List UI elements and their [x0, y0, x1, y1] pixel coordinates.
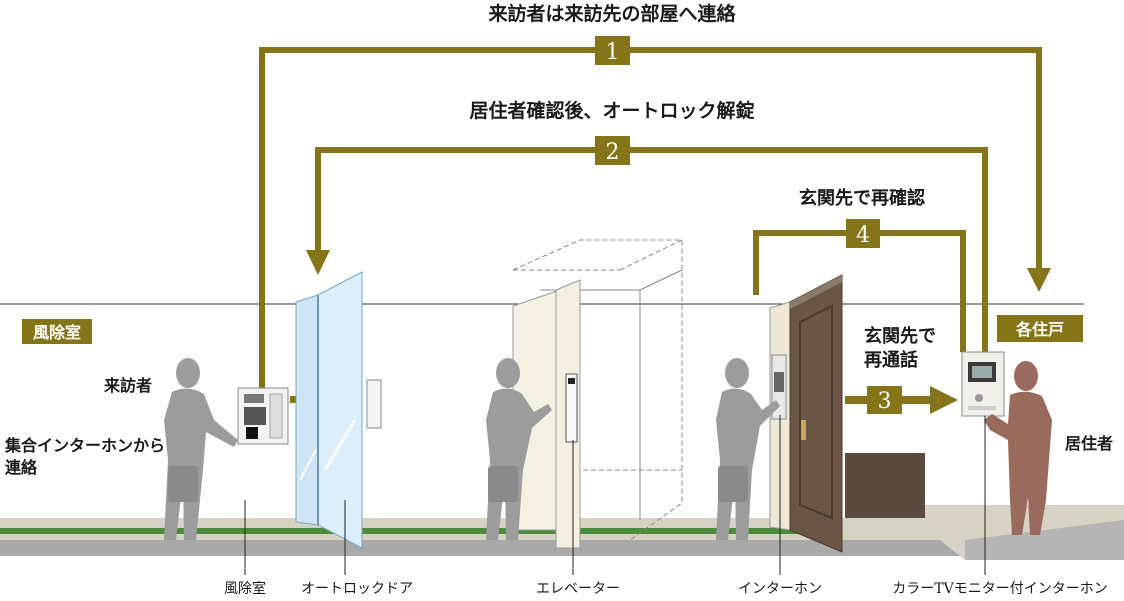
step-badge-1 — [595, 36, 630, 65]
elevator-call-panel — [565, 373, 578, 443]
contact-label-line2: 連絡 — [5, 458, 38, 477]
bottom-label-vestibule: 風除室 — [224, 580, 266, 597]
visitor-label: 来訪者 — [103, 376, 152, 395]
step-badge-3 — [867, 386, 902, 414]
step-label-4: 玄関先で再確認 — [799, 187, 925, 209]
arrow-head-icon — [1027, 268, 1051, 292]
bottom-label-intercom: インターホン — [738, 581, 822, 597]
contact-label-line1: 集合インターホンから — [4, 436, 165, 455]
step-number-4: 4 — [856, 223, 870, 248]
step-label-3-line2: 再通話 — [864, 349, 918, 371]
area-tag-vestibule: 風除室 — [22, 319, 92, 344]
autolock-door-icon — [295, 271, 363, 549]
arrow-head-icon — [930, 386, 958, 414]
arrow-head-icon — [306, 250, 330, 275]
step-number-1: 1 — [606, 40, 620, 65]
step-badge-2 — [595, 136, 630, 165]
step-label-1: 来訪者は来訪先の部屋へ連絡 — [488, 2, 736, 25]
visitor-figure-icon — [164, 358, 238, 540]
step-label-2: 居住者確認後、オートロック解錠 — [469, 99, 754, 122]
bottom-label-elevator: エレベーター — [536, 581, 620, 597]
route-step-4: 4 玄関先で再確認 — [753, 187, 966, 352]
resident-label: 居住者 — [1065, 434, 1113, 453]
resident-figure-icon — [984, 361, 1052, 535]
route-step-2: 2 居住者確認後、オートロック解錠 — [306, 99, 988, 352]
step-number-3: 3 — [878, 389, 892, 414]
route-step-1: 1 来訪者は来訪先の部屋へ連絡 — [259, 2, 1051, 388]
color-tv-monitor-intercom-icon — [961, 351, 1005, 417]
svg-text:各住戸: 各住戸 — [1015, 320, 1064, 339]
svg-text:風除室: 風除室 — [33, 323, 81, 342]
entrance-intercom-panel-icon — [237, 387, 289, 445]
bottom-label-autolock-door: オートロックドア — [301, 581, 413, 597]
visitor-figure-icon — [486, 358, 552, 540]
bottom-label-color-tv-intercom: カラーTVモニター付インターホン — [892, 581, 1107, 597]
door-reader-panel — [366, 379, 382, 429]
step-number-2: 2 — [606, 140, 620, 165]
visitor-figure-icon — [716, 358, 780, 540]
step-badge-4 — [846, 219, 880, 248]
route-step-3: 3 玄関先で 再通話 — [845, 325, 958, 414]
green-guide-path — [0, 528, 800, 534]
step-label-3-line1: 玄関先で — [864, 325, 936, 347]
entry-cabinet — [845, 453, 925, 518]
area-tag-units: 各住戸 — [997, 315, 1083, 342]
callout-lines — [244, 415, 986, 575]
elevator-car-icon — [512, 239, 683, 549]
